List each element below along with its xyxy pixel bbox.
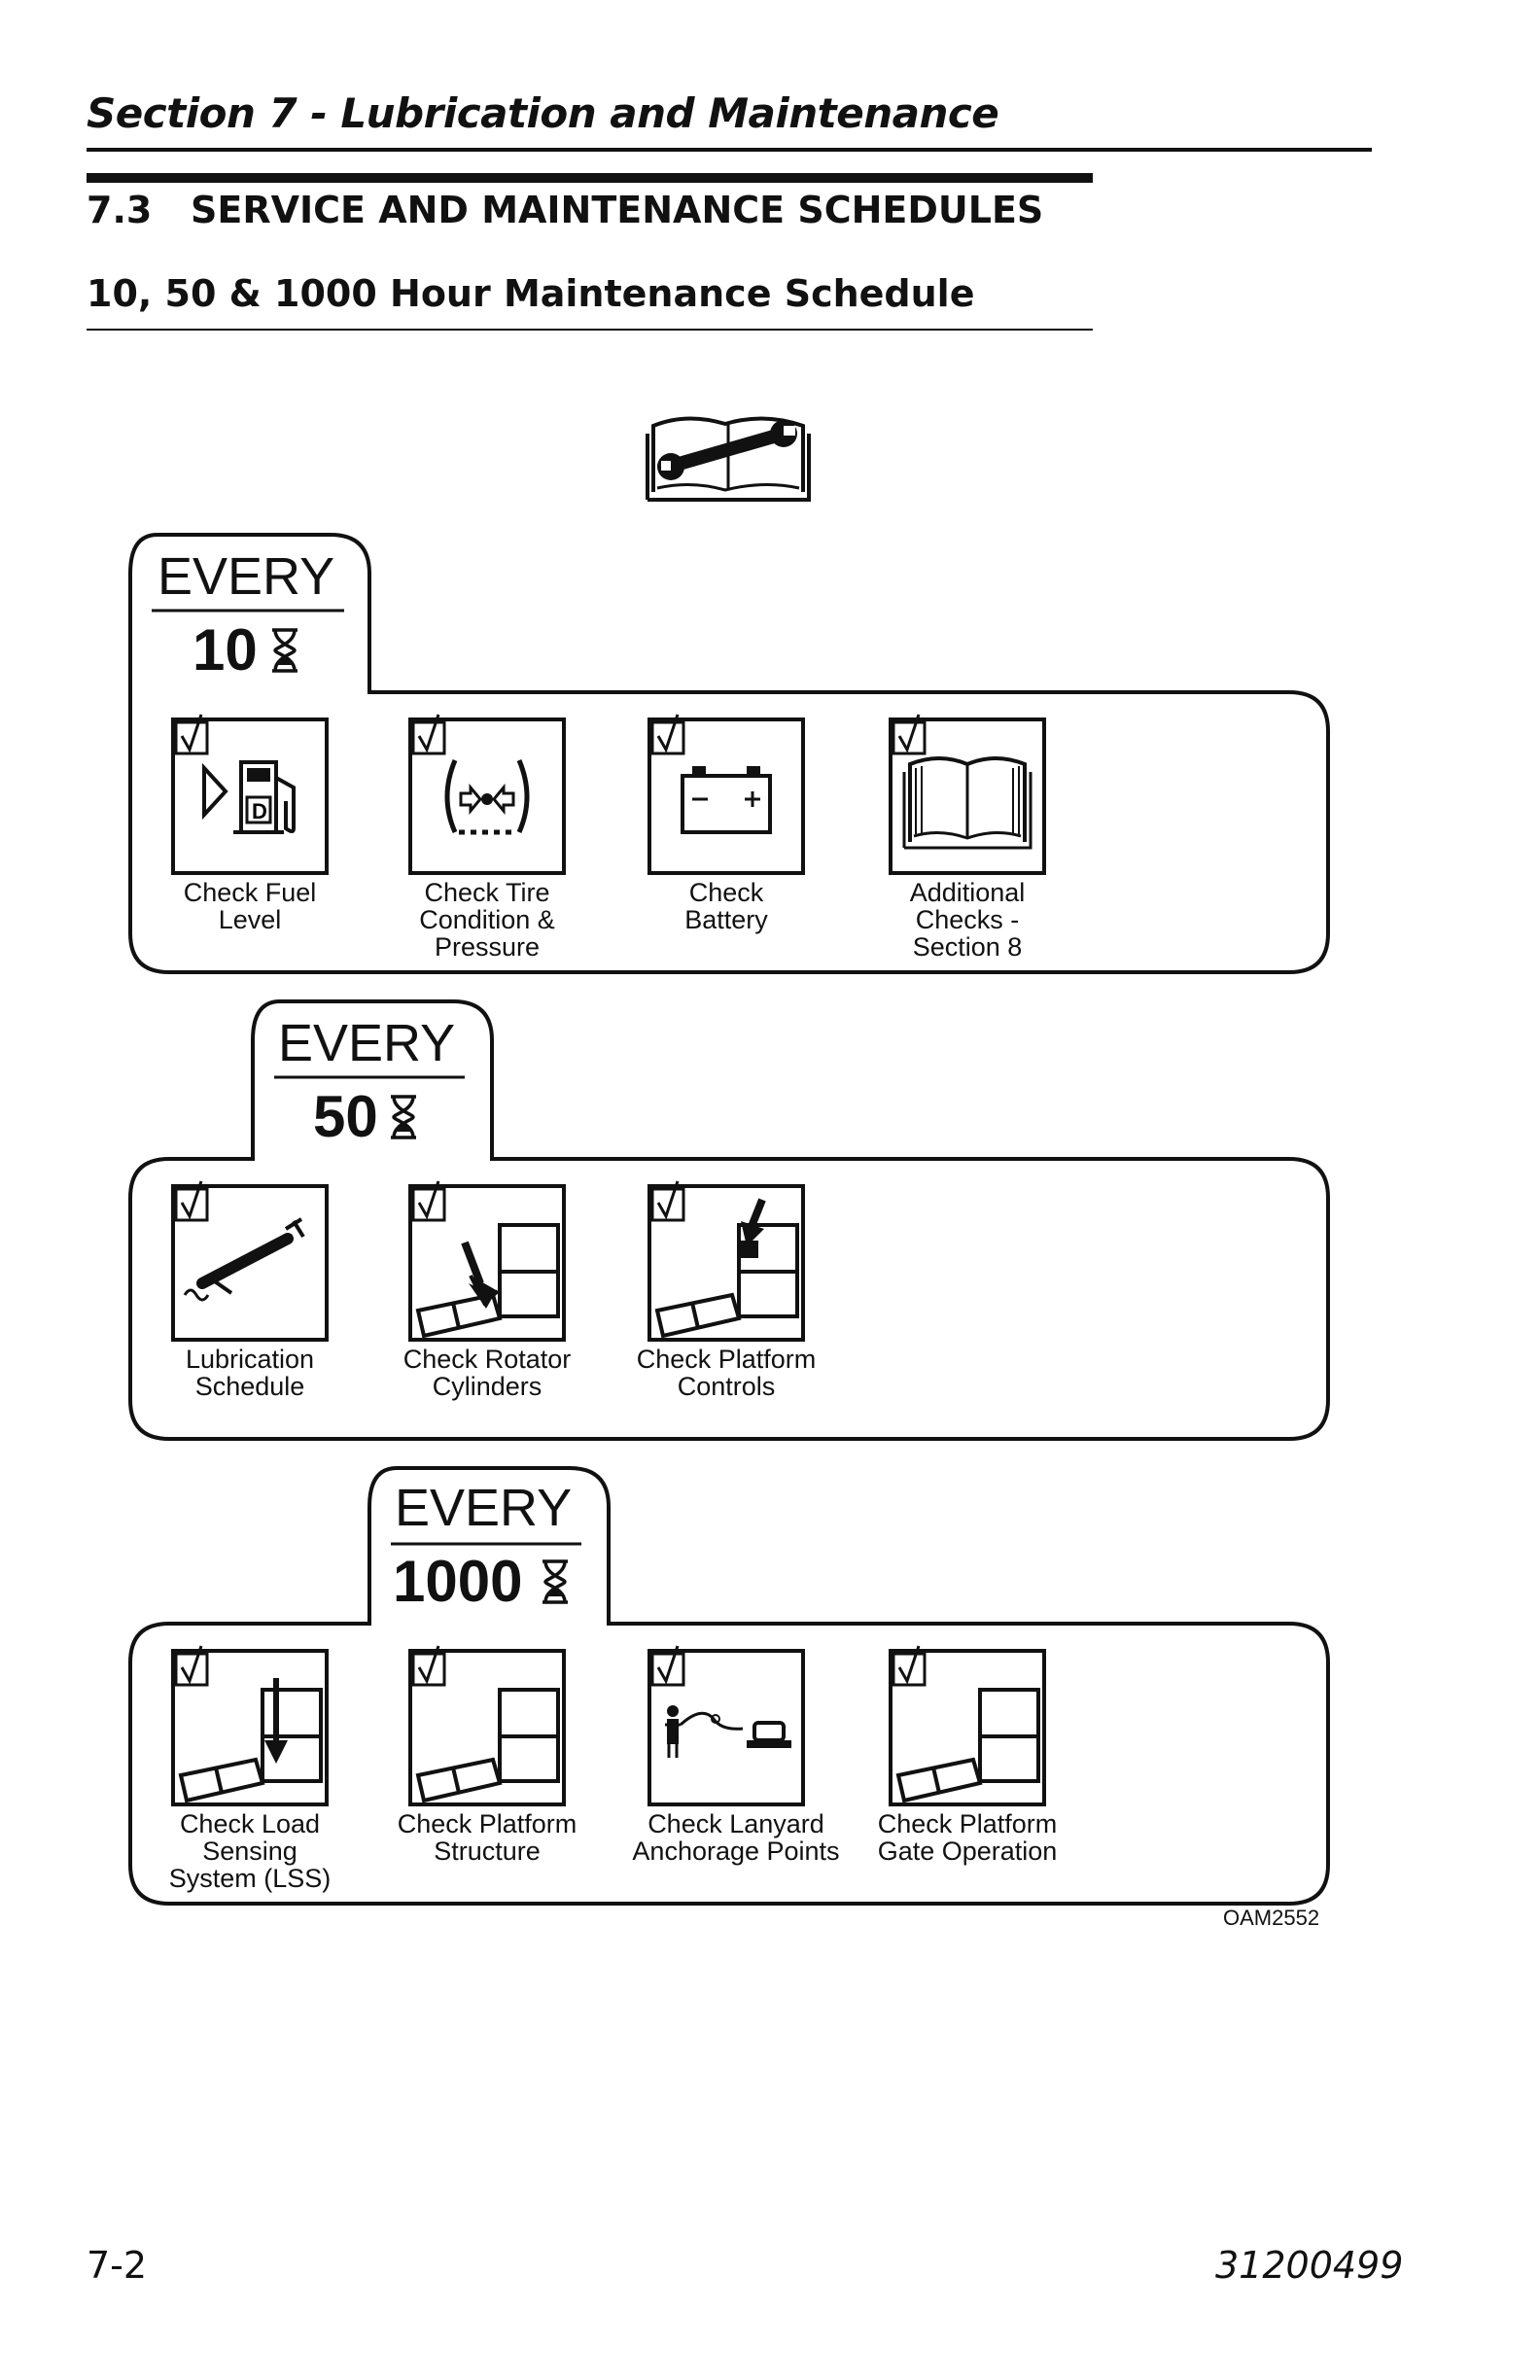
- item-label: Check Tire Condition & Pressure: [419, 878, 555, 962]
- svg-text:D: D: [252, 799, 267, 823]
- group-10-hour-frame: [128, 533, 1330, 974]
- section-rule: [87, 173, 1093, 183]
- section-number: 7.3: [87, 189, 153, 231]
- hours-value: 50: [313, 1084, 378, 1149]
- group-1000-hour-frame: [128, 1466, 1330, 1906]
- hours-value: 1000: [393, 1549, 523, 1614]
- item-label: Check Load Sensing System (LSS): [168, 1809, 332, 1893]
- item-label: Check Battery: [684, 878, 768, 934]
- subsection-rule: [87, 329, 1093, 331]
- item-label: Check Fuel Level: [183, 878, 317, 934]
- item-label: Check Platform Structure: [397, 1809, 578, 1866]
- item-label: Additional Checks - Section 8: [909, 878, 1026, 962]
- item-label: Check Platform Gate Operation: [877, 1809, 1058, 1866]
- group-50-hour-frame: [128, 999, 1330, 1441]
- section-title: SERVICE AND MAINTENANCE SCHEDULES: [191, 189, 1044, 231]
- service-manual-icon: [646, 416, 811, 502]
- every-label: EVERY: [395, 1479, 573, 1537]
- every-label: EVERY: [158, 547, 335, 606]
- running-head: Section 7 - Lubrication and Maintenance: [87, 89, 999, 137]
- figure-id: OAM2552: [1223, 1906, 1320, 1930]
- item-label: Check Rotator Cylinders: [402, 1345, 572, 1401]
- every-label: EVERY: [278, 1014, 456, 1072]
- page-number: 7-2: [87, 2244, 148, 2287]
- subsection-title: 10, 50 & 1000 Hour Maintenance Schedule: [87, 272, 975, 315]
- item-label: Check Lanyard Anchorage Points: [632, 1809, 840, 1866]
- section-heading: 7.3 SERVICE AND MAINTENANCE SCHEDULES: [87, 189, 1043, 231]
- header-rule: [87, 148, 1372, 152]
- document-number: 31200499: [1215, 2244, 1404, 2287]
- item-label: Check Platform Controls: [636, 1345, 817, 1401]
- hours-value: 10: [192, 617, 258, 682]
- item-label: Lubrication Schedule: [185, 1345, 315, 1401]
